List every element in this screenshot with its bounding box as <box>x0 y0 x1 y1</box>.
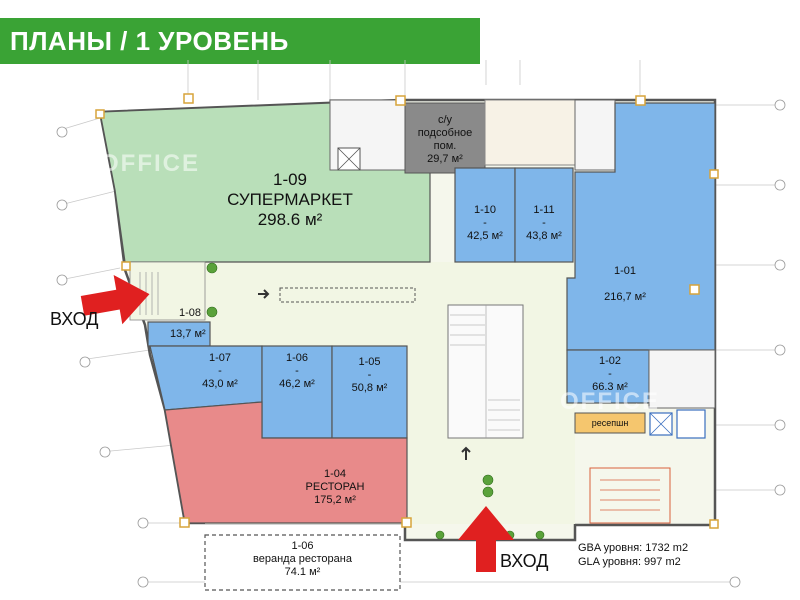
page-title: ПЛАНЫ / 1 УРОВЕНЬ <box>0 18 480 64</box>
unit-1-05-shape[interactable] <box>331 345 408 439</box>
stair-lower-right <box>589 467 671 524</box>
unit-1-05-label: 1-05-50,8 м² <box>351 356 388 394</box>
direction-arrow-up <box>461 446 471 460</box>
reception-label: ресепшн <box>591 418 629 428</box>
technical-right <box>648 349 716 409</box>
unit-1-09-label: 1-09 СУПЕРМАРКЕТ 298.6 м² <box>227 170 353 229</box>
unit-1-11-label: 1-11-43,8 м² <box>526 204 562 242</box>
unit-1-07-label: 1-07-43,0 м² <box>202 352 238 390</box>
entrance-left-label: ВХОД <box>50 309 99 329</box>
staircase-right <box>574 99 616 171</box>
entrance-arrow-bottom <box>458 506 514 572</box>
entrance-arrow-left <box>80 275 150 325</box>
veranda-shape[interactable] <box>204 534 401 591</box>
unit-1-11-shape[interactable] <box>514 167 574 263</box>
gla-stat: GLA уровня: 997 m2 <box>578 556 681 568</box>
unit-1-08-shape[interactable] <box>147 321 211 347</box>
unit-1-06-label: 1-06-46,2 м² <box>279 352 315 390</box>
entrance-bottom-label: ВХОД <box>500 551 549 571</box>
lift-shaft <box>676 409 706 439</box>
reception-shape <box>574 412 646 434</box>
technical-corridor <box>484 99 576 166</box>
central-staircase <box>447 304 524 439</box>
unit-1-02-label: 1-02-66.3 м² <box>592 355 628 393</box>
unit-1-10-label: 1-10-42,5 м² <box>467 204 503 242</box>
unit-1-08-code: 1-08 <box>178 307 202 319</box>
watermark-left: OFFICE <box>100 150 200 177</box>
grid-markers <box>56 99 786 588</box>
unit-1-06-shape[interactable] <box>261 345 333 439</box>
escalator <box>279 287 416 303</box>
area-stats: GBA уровня: 1732 m2 GLA уровня: 997 m2 <box>578 541 688 569</box>
service-room-shape <box>404 102 486 174</box>
gba-stat: GBA уровня: 1732 m2 <box>578 542 689 554</box>
service-room-label: с/у подсобное пом. 29,7 м² <box>417 114 473 165</box>
unit-1-01-shape[interactable] <box>566 102 716 351</box>
watermark-right: OFFICE <box>560 388 660 415</box>
unit-1-08-area: 13,7 м² <box>170 328 206 340</box>
columns <box>95 93 719 529</box>
direction-arrow-right <box>258 289 270 299</box>
